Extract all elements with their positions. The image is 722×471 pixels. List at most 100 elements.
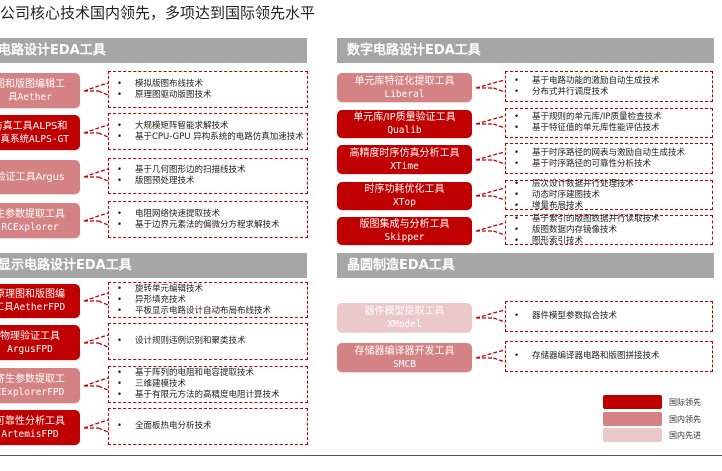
tool-name: 单元库特征化提取工具 — [354, 75, 455, 87]
tech-item: 基于有限元方法的高精度电阻计算技术 — [117, 390, 307, 401]
tech-list: 设计规则违例识别和聚类技术 — [108, 323, 308, 360]
tool-code: ArtemisFPD — [1, 428, 59, 440]
connector-line — [83, 123, 109, 138]
connector-line — [475, 308, 506, 323]
tech-list: 基于时序路径的网表与激励自动生成技术基于时序路径的可靠性分析技术 — [505, 143, 713, 174]
tool-name: 单元库/IP质量验证工具 — [353, 112, 456, 123]
tech-list: 层次设计数据并行处理技术动态时序建图技术增量布局技术 — [505, 179, 713, 212]
section-header: 晶圆制造EDA工具 — [337, 253, 714, 278]
connector-line — [83, 211, 109, 226]
connector-line — [83, 418, 109, 433]
legend-swatch — [603, 395, 662, 409]
tech-list: 旋转单元编辑技术异形填充技术平板显示电路设计自动布局布线技术 — [108, 282, 308, 318]
tool-code: XTop — [393, 197, 416, 208]
tool-code: Skipper — [384, 232, 425, 243]
tool-name: 可靠性分析工具 — [0, 415, 65, 427]
tool-name: 器件模型提取工具 — [364, 305, 445, 317]
tech-item: 基于时序路径的可靠性分析技术 — [514, 159, 712, 170]
connector-line — [83, 376, 109, 391]
tech-item: 动态时序建图技术 — [514, 190, 712, 201]
tool-name: 寄生参数提取工 — [0, 373, 65, 385]
tech-item: 三维建模技术 — [117, 379, 307, 390]
tech-item: 旋转单元编辑技术 — [117, 284, 307, 295]
tool-box[interactable]: 时序功耗优化工具 XTop — [337, 182, 472, 210]
connector-line — [83, 168, 109, 182]
tech-item: 大规模矩阵智能求解技术 — [117, 121, 307, 132]
tool-code: Qualib — [387, 125, 422, 136]
connector-line — [475, 150, 506, 165]
tech-item: 基于电路功能的激励自动生成技术 — [514, 76, 712, 87]
tool-name: 原理图和版图编 — [0, 289, 65, 300]
tool-code: XTime — [390, 160, 419, 172]
legend-swatch — [603, 411, 662, 426]
tech-list: 基于规则的单元库/IP质量检查技术基于特征值的单元库性能评估技术 — [505, 108, 713, 138]
legend-label: 国际领先 — [669, 398, 701, 407]
tech-item: 版图数据内存镜像技术 — [514, 225, 712, 236]
legend-label: 国内领先 — [669, 414, 701, 424]
tech-item: 基于索引的版图数据并行读取技术 — [514, 214, 712, 225]
tech-item: 模拟版图布线技术 — [117, 79, 307, 90]
section-header: 数字电路设计EDA工具 — [337, 38, 714, 63]
tool-box[interactable]: 原理图和版图编工具AetherFPD — [0, 284, 80, 318]
tech-item: 基于规则的单元库/IP质量检查技术 — [514, 112, 712, 123]
tech-item: 层次设计数据并行处理技术 — [514, 179, 712, 190]
tool-box[interactable]: 图和版图编辑工具Aether — [0, 73, 80, 108]
page-title: 公司核心技术国内领先，多项达到国际领先水平 — [0, 4, 316, 22]
connector-line — [83, 333, 109, 348]
tech-list: 基于阵列的电阻和电容提取技术三维建模技术基于有限元方法的高精度电阻计算技术 — [108, 366, 308, 403]
tool-code: Liberal — [384, 88, 425, 100]
tech-item: 平板显示电路设计自动布局布线技术 — [117, 306, 307, 317]
tool-name: 仿真工具ALPS和 — [0, 120, 68, 132]
tech-list: 存储器编译器电路和版图拼接技术 — [505, 341, 713, 372]
tech-item: 异形填充技术 — [117, 295, 307, 306]
tool-name: 时序功耗优化工具 — [364, 184, 445, 195]
tech-item: 图形索引技术 — [514, 236, 712, 247]
tool-name: 生参数提取工具 — [0, 208, 65, 220]
tool-box[interactable]: 验证工具Argus — [0, 160, 80, 194]
tech-item: 增量布局技术 — [514, 201, 712, 212]
tool-code: 仿真系统ALPS-GT — [0, 133, 70, 145]
connector-line — [475, 348, 506, 363]
connector-line — [475, 222, 506, 236]
tool-name: 版图集成与分析工具 — [359, 219, 450, 230]
connector-line — [475, 187, 506, 201]
tech-list: 模拟版图布线技术原理图驱动版图技术 — [108, 71, 308, 108]
tech-item: 电阻网络快速提取技术 — [117, 209, 307, 220]
tool-box[interactable]: 版图集成与分析工具 Skipper — [337, 217, 472, 245]
connector-line — [475, 78, 506, 93]
tech-list: 器件模型参数拟合技术 — [505, 301, 713, 332]
tech-item: 基于特征值的单元库性能评估技术 — [514, 123, 712, 134]
tech-item: 全面板热电分析技术 — [117, 421, 307, 432]
tool-name: 验证工具Argus — [0, 171, 65, 183]
tool-code: CExplorerFPD — [0, 386, 65, 398]
tech-item: 版图预处理技术 — [117, 176, 307, 187]
tech-item: 器件模型参数拟合技术 — [514, 311, 712, 322]
tool-name: 物理验证工具 — [0, 330, 60, 342]
tech-list: 基于电路功能的激励自动生成技术分布式并行调度技术 — [505, 71, 713, 102]
section-header: 显示电路设计EDA工具 — [0, 253, 307, 278]
tech-item: 分布式并行调度技术 — [514, 87, 712, 98]
tech-item: 基于几何图形边的扫描线技术 — [117, 165, 307, 176]
tech-item: 原理图驱动版图技术 — [117, 90, 307, 101]
legend-swatch — [603, 428, 662, 442]
tech-item: 设计规则违例识别和聚类技术 — [117, 336, 307, 347]
tool-name: 图和版图编辑工 — [0, 78, 65, 90]
tool-code: RCExplorer — [1, 221, 59, 233]
tool-box[interactable]: 仿真工具ALPS和仿真系统ALPS-GT — [0, 115, 80, 150]
connector-line — [83, 81, 109, 96]
tool-box[interactable]: 单元库/IP质量验证工具 Qualib — [337, 110, 472, 138]
connector-line — [83, 292, 109, 306]
legend-label: 国内先进 — [669, 431, 701, 440]
tech-list: 大规模矩阵智能求解技术基于CPU-GPU 异构系统的电路仿真加速技术 — [108, 113, 308, 150]
tool-code: XModel — [387, 318, 422, 330]
tool-code: SMCB — [393, 358, 416, 370]
tech-item: 基于边界元素法的偏微分方程求解技术 — [117, 220, 307, 231]
